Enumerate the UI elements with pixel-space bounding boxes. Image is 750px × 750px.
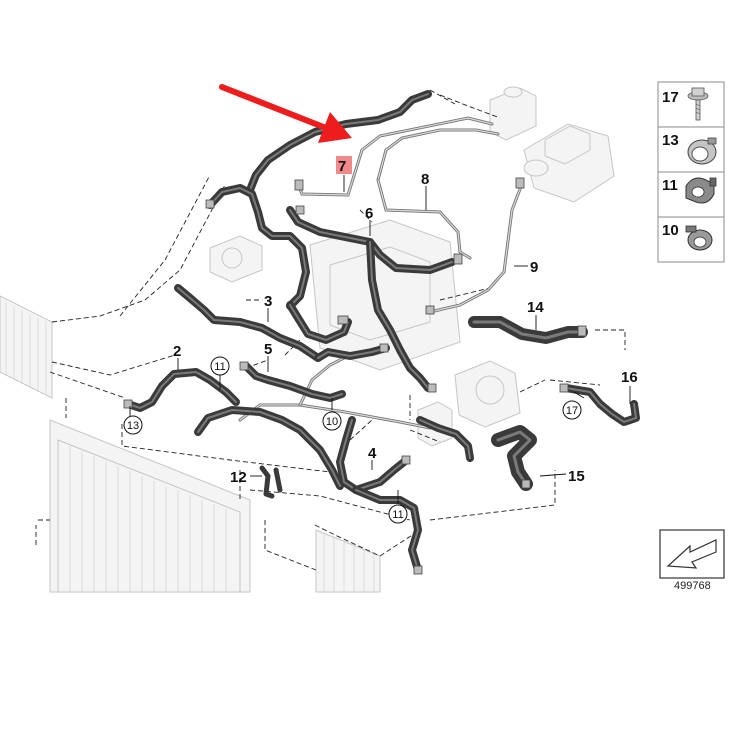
hose-14 bbox=[468, 316, 588, 344]
leader-lines bbox=[129, 175, 631, 504]
left-radiator-small bbox=[0, 295, 53, 399]
direction-indicator bbox=[659, 529, 725, 579]
circled-ref-10: 10 bbox=[322, 411, 342, 431]
callout-4: 4 bbox=[368, 445, 377, 462]
pipe-9 bbox=[428, 182, 524, 314]
callout-9: 9 bbox=[530, 259, 538, 276]
hose-lower-left bbox=[194, 406, 344, 490]
svg-text:11: 11 bbox=[392, 509, 403, 521]
callout-5: 5 bbox=[264, 341, 272, 358]
circled-ref-13: 13 bbox=[123, 415, 143, 435]
coolant-pump bbox=[209, 235, 263, 283]
hose-5 bbox=[242, 362, 346, 402]
legend-number-17: 17 bbox=[662, 89, 679, 106]
highlight-7 bbox=[336, 156, 352, 174]
hose-15 bbox=[491, 425, 537, 491]
callout-15: 15 bbox=[568, 468, 585, 485]
spring-clip-icon bbox=[685, 177, 717, 204]
circled-ref-11-upper: 11 bbox=[210, 356, 230, 376]
bolt-icon bbox=[687, 87, 709, 121]
svg-text:10: 10 bbox=[326, 416, 338, 428]
hose-4 bbox=[336, 416, 422, 574]
pipe-7 bbox=[296, 116, 494, 197]
hose-2 bbox=[124, 368, 240, 412]
hose-6 bbox=[286, 206, 456, 392]
expansion-tank-large bbox=[523, 123, 615, 203]
band-clamp-icon bbox=[685, 225, 713, 251]
hose-mid-right bbox=[416, 416, 474, 462]
fastener-legend: 17 13 11 10 bbox=[657, 81, 725, 263]
turbo-housing bbox=[454, 360, 521, 428]
circled-ref-11-lower: 11 bbox=[388, 504, 408, 524]
svg-text:11: 11 bbox=[214, 361, 225, 373]
main-radiator bbox=[49, 419, 251, 593]
callout-16: 16 bbox=[621, 369, 638, 386]
document-number: 499768 bbox=[674, 580, 711, 592]
hose-16 bbox=[562, 384, 640, 426]
legend-number-10: 10 bbox=[662, 222, 679, 239]
expansion-tank-small bbox=[489, 86, 537, 141]
svg-text:17: 17 bbox=[566, 405, 578, 417]
circled-ref-17: 17 bbox=[562, 400, 582, 420]
callout-8: 8 bbox=[421, 171, 429, 188]
assembly-dashed-lines bbox=[35, 89, 626, 571]
hose-upper-left bbox=[206, 184, 310, 310]
pipe-8 bbox=[376, 128, 500, 260]
red-pointer-arrow bbox=[219, 84, 352, 143]
legend-number-11: 11 bbox=[662, 177, 678, 194]
bracket-12 bbox=[259, 465, 283, 499]
legend-number-13: 13 bbox=[662, 132, 679, 149]
callout-3: 3 bbox=[264, 293, 272, 310]
hose-clamp-icon bbox=[687, 137, 717, 165]
hose-clamps bbox=[123, 177, 587, 575]
hose-3 bbox=[174, 284, 390, 362]
callout-7: 7 bbox=[338, 158, 346, 175]
callout-12: 12 bbox=[230, 469, 247, 486]
svg-text:13: 13 bbox=[127, 420, 139, 432]
callout-2: 2 bbox=[173, 343, 181, 360]
callout-6: 6 bbox=[365, 205, 373, 222]
right-radiator-small bbox=[315, 529, 381, 593]
callout-14: 14 bbox=[527, 299, 544, 316]
